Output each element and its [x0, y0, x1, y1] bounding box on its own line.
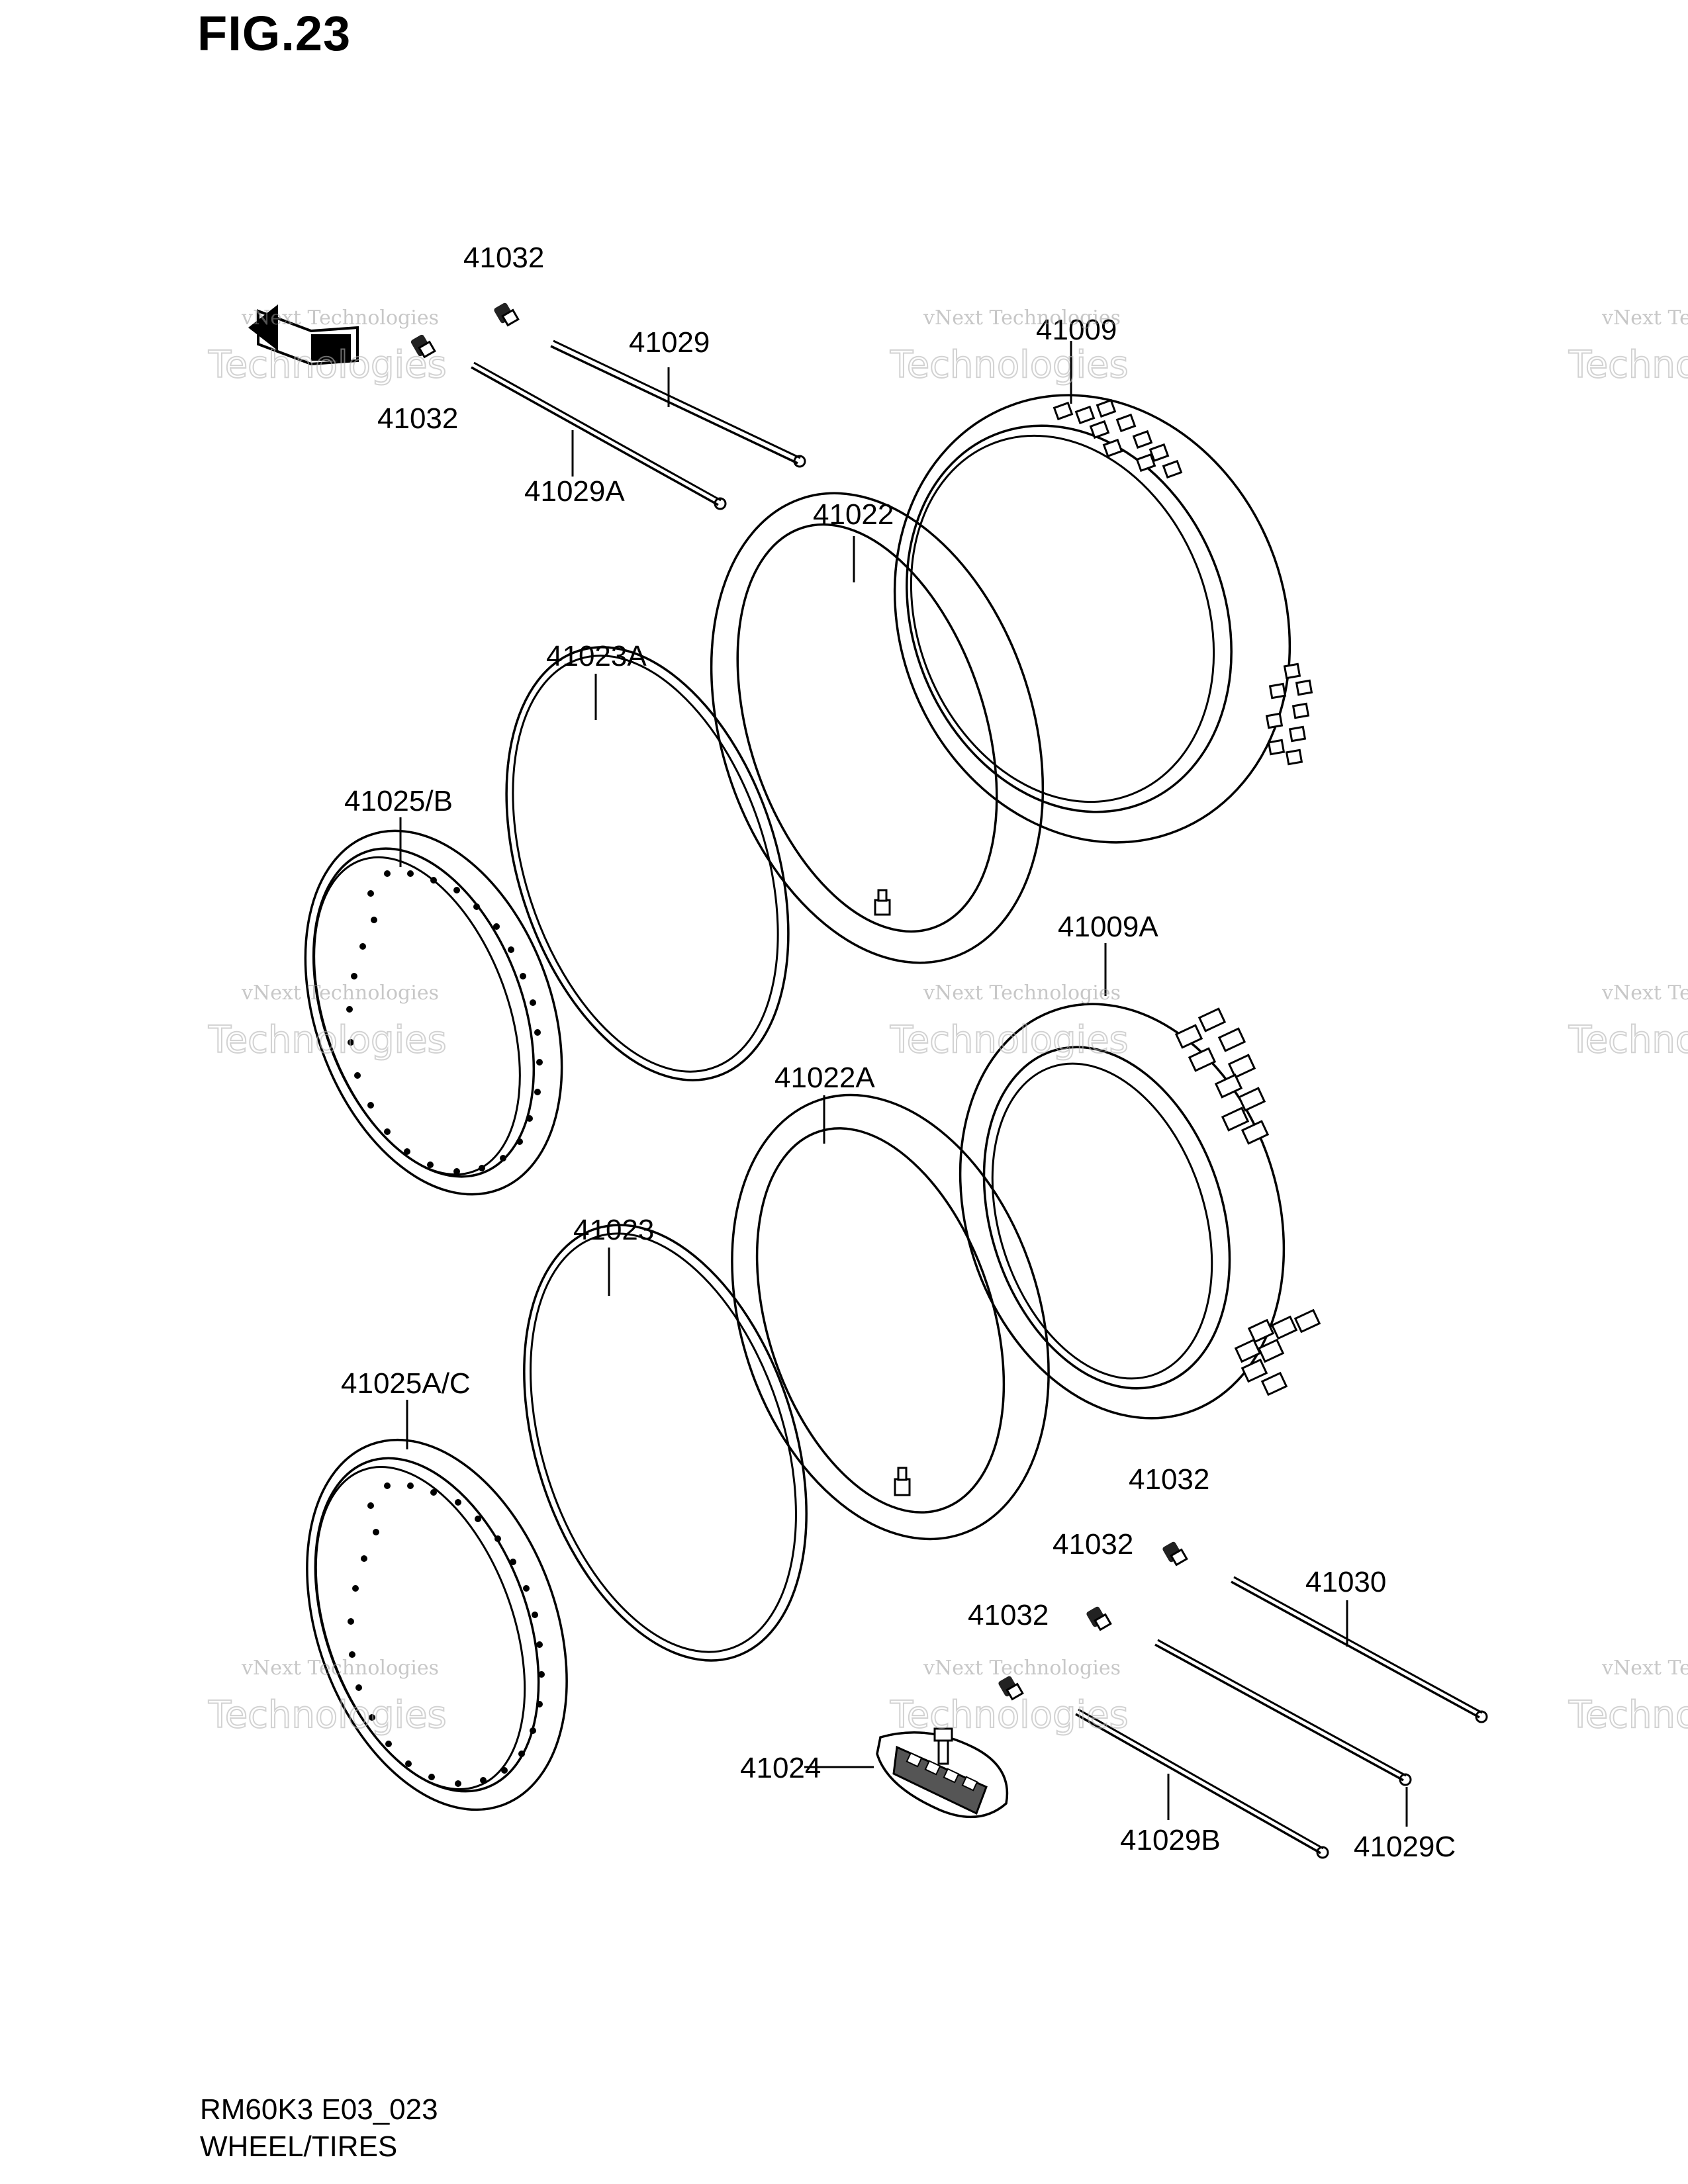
label-rim-band-bottom: 41023 [573, 1214, 654, 1246]
spoke-bottom-a [1231, 1576, 1488, 1723]
svg-text:vNext Technologies: vNext Technologies [923, 981, 1121, 1005]
svg-text:Technologies: Technologies [1568, 343, 1688, 387]
watermark: Technologies vNext Technologies [889, 1657, 1129, 1737]
section-title: WHEEL/TIRES [200, 2130, 398, 2163]
rim-band-top [505, 646, 790, 1081]
svg-text:vNext Technologies: vNext Technologies [241, 1657, 439, 1680]
label-spoke-top-a: 41029 [629, 326, 710, 359]
watermark: Technologies vNext Technologies [207, 1657, 447, 1737]
valve-cap-1 [1162, 1541, 1188, 1567]
figure-footer: RM60K3 E03_023 WHEEL/TIRES [200, 2091, 438, 2165]
svg-text:vNext Technologies: vNext Technologies [923, 1657, 1121, 1680]
spoke-bottom-b [1075, 1708, 1329, 1859]
label-tube-bottom: 41022A [774, 1062, 875, 1094]
valve-cap-top-right [494, 302, 520, 327]
label-rim-bottom: 41025A/C [341, 1367, 471, 1400]
watermarks: Technologies vNext Technologies Technolo… [207, 306, 1688, 1737]
watermark: Technologies vNext Technologies [1568, 1657, 1688, 1737]
label-spoke-bottom-c: 41029C [1354, 1831, 1456, 1863]
svg-text:Technologies: Technologies [208, 1019, 447, 1062]
watermark: Technologies vNext Technologies [889, 306, 1129, 387]
model-code: RM60K3 E03_023 [200, 2093, 438, 2126]
svg-text:Technologies: Technologies [208, 1694, 447, 1737]
valve-cap-top-left [410, 334, 436, 359]
label-valve-cap-top-right: 41032 [463, 242, 544, 274]
rim-bottom [306, 1438, 568, 1811]
valve-cap-3 [998, 1676, 1024, 1701]
svg-text:vNext Technologies: vNext Technologies [1601, 306, 1688, 330]
label-valve-cap-2: 41032 [1053, 1528, 1133, 1561]
label-rim-lock: 41024 [740, 1752, 821, 1784]
svg-text:Technologies: Technologies [1568, 1019, 1688, 1062]
part-labels: 41032 41032 41029 41029A 41009 41022 410… [341, 242, 1456, 1863]
watermark: Technologies vNext Technologies [889, 981, 1129, 1062]
svg-text:Technologies: Technologies [890, 343, 1129, 387]
label-rim-top: 41025/B [344, 785, 453, 817]
spoke-top-a [550, 340, 806, 468]
label-valve-cap-3: 41032 [968, 1599, 1049, 1631]
tube-top [710, 492, 1045, 964]
label-tire-top: 41009 [1036, 314, 1117, 346]
rim-band-bottom [523, 1224, 808, 1662]
tube-valve-top [874, 889, 891, 916]
label-tube-top: 41022 [813, 498, 894, 531]
rim-top [304, 829, 563, 1196]
tube-valve-bottom [894, 1467, 911, 1496]
svg-text:Technologies: Technologies [890, 1019, 1129, 1062]
label-valve-cap-1: 41032 [1129, 1463, 1209, 1496]
watermark: Technologies vNext Technologies [1568, 306, 1688, 387]
tire-bottom [959, 1003, 1321, 1420]
svg-text:Technologies: Technologies [890, 1694, 1129, 1737]
figure-title: FIG.23 [197, 6, 352, 61]
label-spoke-bottom-a: 41030 [1305, 1566, 1386, 1598]
svg-text:vNext Technologies: vNext Technologies [1601, 981, 1688, 1005]
label-valve-cap-top-left: 41032 [377, 402, 458, 435]
label-spoke-bottom-b: 41029B [1120, 1824, 1221, 1856]
leader-lines [399, 341, 1408, 1827]
fwd-arrow-icon [248, 304, 359, 366]
label-rim-band-top: 41023A [546, 640, 647, 672]
spoke-top-b [471, 361, 727, 510]
watermark: Technologies vNext Technologies [207, 306, 447, 387]
tire-top [893, 394, 1313, 844]
spoke-bottom-c [1154, 1639, 1412, 1786]
label-tire-bottom: 41009A [1058, 911, 1158, 943]
svg-text:Technologies: Technologies [1568, 1694, 1688, 1737]
svg-text:vNext Technologies: vNext Technologies [1601, 1657, 1688, 1680]
svg-text:vNext Technologies: vNext Technologies [241, 306, 439, 330]
watermark: Technologies vNext Technologies [207, 981, 447, 1062]
tube-bottom [731, 1093, 1050, 1541]
watermark: Technologies vNext Technologies [1568, 981, 1688, 1062]
svg-text:vNext Technologies: vNext Technologies [923, 306, 1121, 330]
rim-lock [876, 1727, 1009, 1819]
label-spoke-top-b: 41029A [524, 475, 625, 508]
svg-text:Technologies: Technologies [208, 343, 447, 387]
valve-cap-2 [1086, 1606, 1112, 1631]
svg-text:vNext Technologies: vNext Technologies [241, 981, 439, 1005]
